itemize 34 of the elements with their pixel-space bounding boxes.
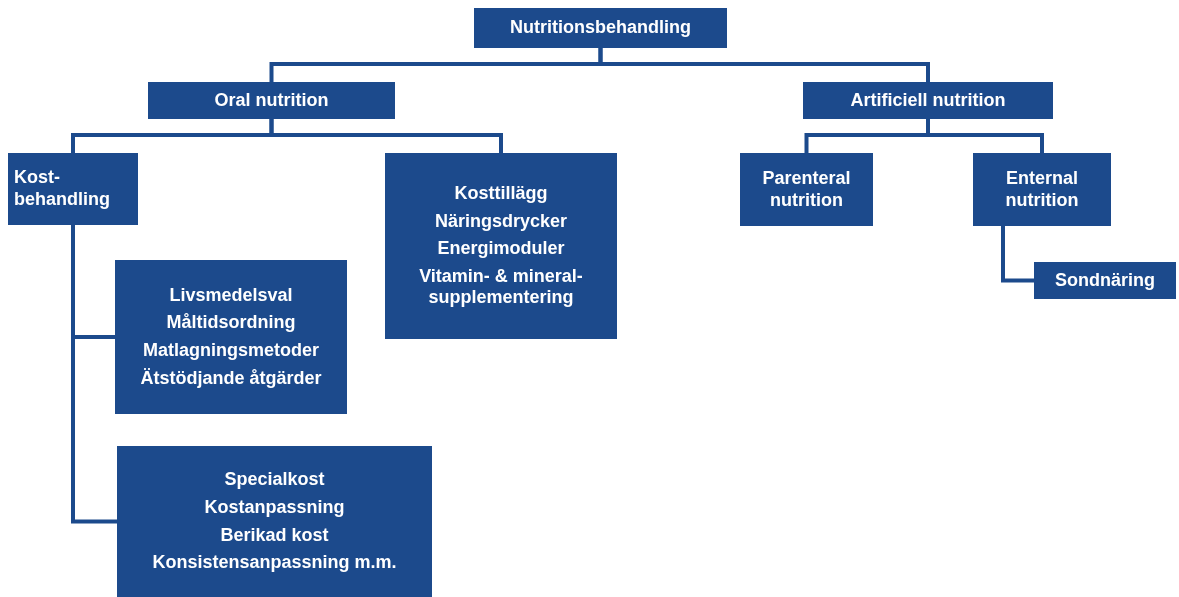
box-label: Sondnäring (1055, 269, 1155, 292)
box-label: Matlagningsmetoder (143, 340, 319, 362)
box-label: Kostanpassning (204, 496, 345, 519)
category-box (474, 8, 727, 48)
connector-line (269, 119, 503, 153)
box-label: Konsistensanpassning m.m. (152, 552, 397, 574)
connector-line (1001, 226, 1034, 283)
box-label: Måltidsordning (166, 312, 296, 334)
category-box (8, 153, 138, 225)
box-label: Enternal nutrition (1004, 167, 1080, 212)
box-label: Kost- behandling (14, 167, 111, 211)
box-label: Näringsdrycker (434, 210, 568, 233)
box-label: Parenteral nutrition (761, 167, 852, 212)
category-box (1034, 262, 1176, 299)
connector-line (598, 48, 930, 82)
category-box (973, 153, 1111, 226)
box-label: Berikad kost (220, 524, 329, 547)
category-box (740, 153, 873, 226)
category-box (148, 82, 395, 119)
box-label: Specialkost (224, 469, 325, 491)
box-label: Vitamin- & mineral- supplementering (418, 265, 584, 309)
connector-line (71, 225, 117, 524)
box-label: Kosttillägg (454, 183, 548, 205)
box-label: Energimoduler (437, 238, 565, 260)
category-box (117, 446, 432, 597)
box-label: Nutritionsbehandling (510, 17, 691, 39)
connector-line (926, 119, 1044, 153)
box-label: Oral nutrition (214, 89, 329, 112)
category-box (115, 260, 347, 414)
box-label: Ätstödjande åtgärder (140, 367, 322, 390)
category-box (803, 82, 1053, 119)
box-label: Artificiell nutrition (850, 89, 1006, 112)
category-box (385, 153, 617, 339)
box-label: Livsmedelsval (169, 284, 293, 307)
